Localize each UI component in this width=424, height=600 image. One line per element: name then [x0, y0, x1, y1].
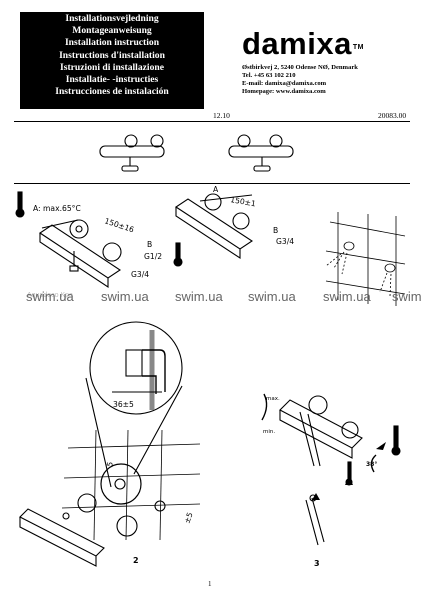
mixer-overview-left-icon — [99, 134, 165, 172]
title-line: Instrucciones de instalación — [55, 86, 169, 98]
section-rule — [14, 183, 410, 184]
watermark: swim.ua — [101, 289, 149, 304]
thread-label: G3/4 — [276, 237, 294, 246]
watermark: swim.ua — [248, 289, 296, 304]
faint-watermark: Aquadeco Kpa — [27, 292, 73, 299]
tile-wall-fig2-icon — [61, 429, 201, 541]
page-number: 1 — [208, 580, 212, 588]
watermark: swim.ua — [175, 289, 223, 304]
angle-label: 38° — [366, 461, 377, 468]
title-line: Istruzioni di installazione — [60, 61, 164, 73]
brand-trademark: TM — [352, 44, 364, 51]
dim-label: 5 — [105, 461, 115, 467]
brand-name: damixa — [242, 26, 352, 61]
max-label: max. — [266, 396, 280, 402]
figure-number: 3 — [314, 559, 320, 568]
title-box: Installationsvejledning Montageanweisung… — [20, 12, 204, 109]
contact-address: Østbirkvej 2, 5240 Odense NØ, Denmark — [242, 64, 358, 71]
doc-date: 12.10 — [213, 111, 230, 120]
mixer-temperature-icon — [261, 393, 377, 546]
arrow-icon — [312, 442, 386, 500]
figure-number: 2 — [133, 556, 139, 565]
detail-zoom-icon — [85, 321, 183, 488]
title-line: Instructions d'installation — [59, 49, 165, 61]
min-label: min. — [263, 429, 275, 435]
mixer-figure-left-icon — [39, 219, 122, 289]
title-line: Installation instruction — [64, 37, 160, 49]
dim-label: 150±1 — [230, 195, 257, 208]
contact-block: Østbirkvej 2, 5240 Odense NØ, Denmark Te… — [242, 64, 358, 96]
b-label: B — [147, 240, 152, 249]
brand-logo: damixaTM — [242, 28, 364, 59]
thermometer-icon — [15, 191, 401, 486]
tile-wall-icon — [325, 212, 406, 306]
mixer-install-icon — [19, 478, 166, 567]
watermark: swim.ua — [26, 289, 74, 304]
b-label: B — [273, 226, 278, 235]
contact-homepage: Homepage: www.damixa.com — [242, 88, 326, 96]
a-label: A — [213, 185, 219, 194]
dim-label: 36±5 — [113, 400, 134, 409]
dim-label: ±5 — [182, 511, 194, 525]
title-line: Montageanweisung — [72, 25, 152, 37]
temp-max-label: A: max.65°C — [33, 204, 81, 213]
title-line: Installationsvejledning — [65, 13, 159, 24]
contact-phone: Tel. +45 63 102 210 — [242, 72, 296, 80]
thread-label: G1/2 — [144, 252, 162, 261]
header-rule — [14, 121, 410, 122]
dim-label: 150±16 — [103, 216, 135, 234]
mixer-figure-right-icon — [175, 193, 253, 260]
title-line: Installatie- -instructies — [65, 74, 159, 86]
watermark: swim.ua — [323, 289, 371, 304]
mixer-overview-right-icon — [228, 134, 294, 172]
watermark: swim — [392, 289, 422, 304]
contact-email: E-mail: damixa@damixa.com — [242, 80, 327, 88]
doc-number: 20083.00 — [378, 111, 407, 120]
thread-label: G3/4 — [131, 270, 149, 279]
